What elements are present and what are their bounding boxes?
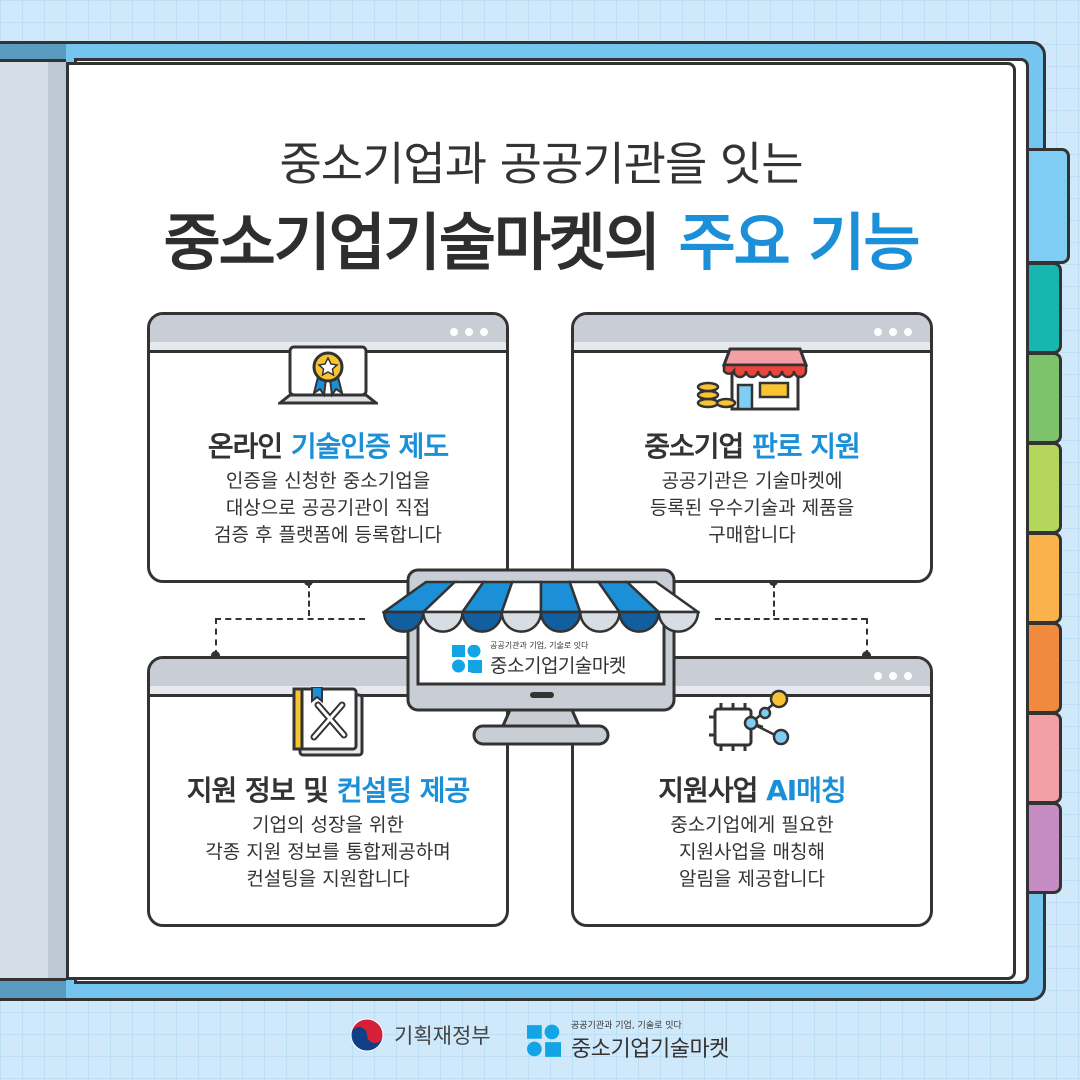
footer-tagline: 공공기관과 기업, 기술로 잇다 — [571, 1021, 682, 1031]
page-subtitle: 중소기업과 공공기관을 잇는 — [279, 137, 803, 191]
binder-tab — [1026, 352, 1062, 444]
footer-brand-name: 중소기업기술마켓 — [571, 1037, 729, 1062]
connector — [215, 618, 365, 620]
card-title: 지원사업 AI매칭 — [574, 769, 930, 809]
connector — [866, 618, 868, 656]
window-dots-icon — [874, 328, 912, 336]
connector — [773, 582, 775, 616]
spine-cap-top — [0, 44, 66, 62]
monitor-brand: 공공기관과 기업, 기술로 잇다 중소기업기술마켓 — [452, 640, 626, 678]
connector-dot — [862, 651, 871, 660]
spine-cap-bottom — [0, 978, 66, 998]
card-title-highlight: 기술인증 제도 — [290, 430, 449, 463]
desc-line: 기업의 성장을 위한 — [252, 814, 404, 836]
window-dots-icon — [450, 328, 488, 336]
tools-book-icon — [292, 687, 364, 757]
card-title: 온라인 기술인증 제도 — [150, 425, 506, 465]
footer-brand-logo: 공공기관과 기업, 기술로 잇다 중소기업기술마켓 — [527, 1018, 729, 1063]
desc-line: 대상으로 공공기관이 직접 — [225, 497, 431, 519]
card-title-highlight: 컨설팅 제공 — [336, 774, 471, 807]
page-title: 중소기업기술마켓의 주요 기능 — [66, 192, 1016, 282]
monitor-illustration: 공공기관과 기업, 기술로 잇다 중소기업기술마켓 — [382, 568, 700, 750]
connector — [715, 618, 867, 620]
monitor-tagline: 공공기관과 기업, 기술로 잇다 — [490, 641, 589, 650]
monitor-brand-name: 중소기업기술마켓 — [490, 655, 626, 677]
window-dots-icon — [450, 672, 488, 680]
title-main: 중소기업기술마켓의 — [163, 206, 661, 279]
card-title: 지원 정보 및 컨설팅 제공 — [150, 769, 506, 809]
card-title-text: 온라인 — [207, 430, 283, 463]
monitor-store-icon — [382, 568, 700, 746]
ai-chip-icon — [709, 689, 790, 751]
binder-tab — [1026, 442, 1062, 534]
binder-tab — [1026, 712, 1062, 804]
ministry-logo: 기획재정부 — [350, 1018, 491, 1052]
desc-line: 지원사업을 매칭해 — [679, 841, 825, 863]
brand-logo-icon — [527, 1024, 561, 1057]
desc-line: 공공기관은 기술마켓에 — [661, 470, 843, 492]
binder-tab — [1026, 622, 1062, 714]
desc-line: 각종 지원 정보를 통합제공하며 — [205, 841, 451, 863]
desc-line: 구매합니다 — [708, 524, 796, 546]
certificate-laptop-icon — [278, 345, 378, 405]
desc-line: 검증 후 플랫폼에 등록합니다 — [214, 524, 442, 546]
connector-dot — [211, 651, 220, 660]
desc-line: 컨설팅을 지원합니다 — [246, 868, 410, 890]
ministry-name: 기획재정부 — [394, 1024, 491, 1048]
connector — [308, 582, 310, 616]
binder-spine — [0, 44, 66, 998]
desc-line: 알림을 제공합니다 — [679, 868, 825, 890]
desc-line: 중소기업에게 필요한 — [670, 814, 834, 836]
card-title-highlight: 판로 지원 — [752, 430, 861, 463]
card-title: 중소기업 판로 지원 — [574, 425, 930, 465]
desc-line: 등록된 우수기술과 제품을 — [649, 497, 855, 519]
brand-logo-icon — [452, 645, 482, 673]
card-title-text: 지원 정보 및 — [186, 774, 329, 807]
ministry-emblem-icon — [350, 1018, 384, 1052]
binder-tab — [1026, 532, 1062, 624]
desc-line: 인증을 신청한 중소기업을 — [225, 470, 431, 492]
window-dots-icon — [874, 672, 912, 680]
binder-tab — [1026, 262, 1062, 354]
store-icon — [696, 347, 808, 411]
card-title-highlight: AI매칭 — [766, 774, 847, 807]
title-highlight: 주요 기능 — [678, 206, 921, 279]
binder-tab — [1026, 802, 1062, 894]
connector — [215, 618, 217, 656]
card-title-text: 지원사업 — [658, 774, 758, 807]
card-title-text: 중소기업 — [644, 430, 744, 463]
awning-scallop — [657, 610, 700, 633]
